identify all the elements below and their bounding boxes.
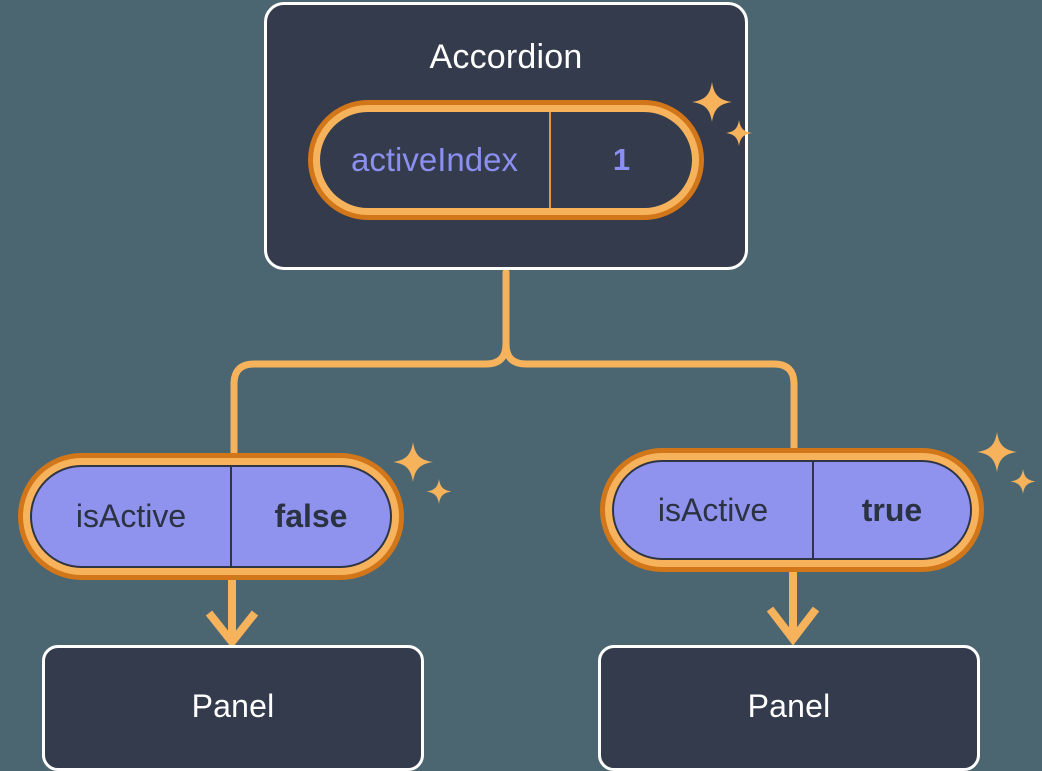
state-key-label: activeIndex (320, 112, 551, 208)
component-card-panel-left[interactable]: Panel (42, 645, 424, 771)
state-pill-isactive-false[interactable]: isActive false (18, 453, 404, 580)
accordion-title: Accordion (429, 38, 583, 76)
state-value-label: 1 (612, 142, 631, 177)
connector-branch-right (502, 340, 798, 452)
state-value-label: false (274, 498, 348, 534)
pill-ring-inner: activeIndex 1 (313, 105, 699, 215)
pill-ring-inner: isActive false (23, 458, 399, 575)
pill-ring-inner: isActive true (605, 453, 979, 567)
state-value-label: true (861, 491, 923, 528)
sparkle-large-icon (393, 442, 433, 482)
panel-title: Panel (747, 688, 831, 724)
component-card-panel-right[interactable]: Panel (598, 645, 980, 771)
state-key-label: isActive (32, 467, 232, 566)
state-key-label: isActive (614, 462, 814, 558)
sparkle-small-icon (1010, 469, 1036, 494)
pill-body: isActive false (30, 465, 392, 568)
pill-body: activeIndex 1 (320, 112, 692, 208)
sparkle-icon-left (393, 442, 452, 504)
sparkle-large-icon (977, 432, 1017, 472)
sparkle-small-icon (426, 479, 452, 504)
arrow-left-to-panel (205, 578, 259, 649)
pill-body: isActive true (612, 460, 972, 560)
arrow-right-to-panel (766, 572, 820, 646)
state-pill-isactive-true[interactable]: isActive true (600, 448, 984, 572)
connector-branch-left (230, 340, 510, 456)
sparkle-icon-right (977, 432, 1036, 494)
state-pill-active-index[interactable]: activeIndex 1 (308, 100, 704, 220)
panel-title: Panel (191, 688, 275, 724)
